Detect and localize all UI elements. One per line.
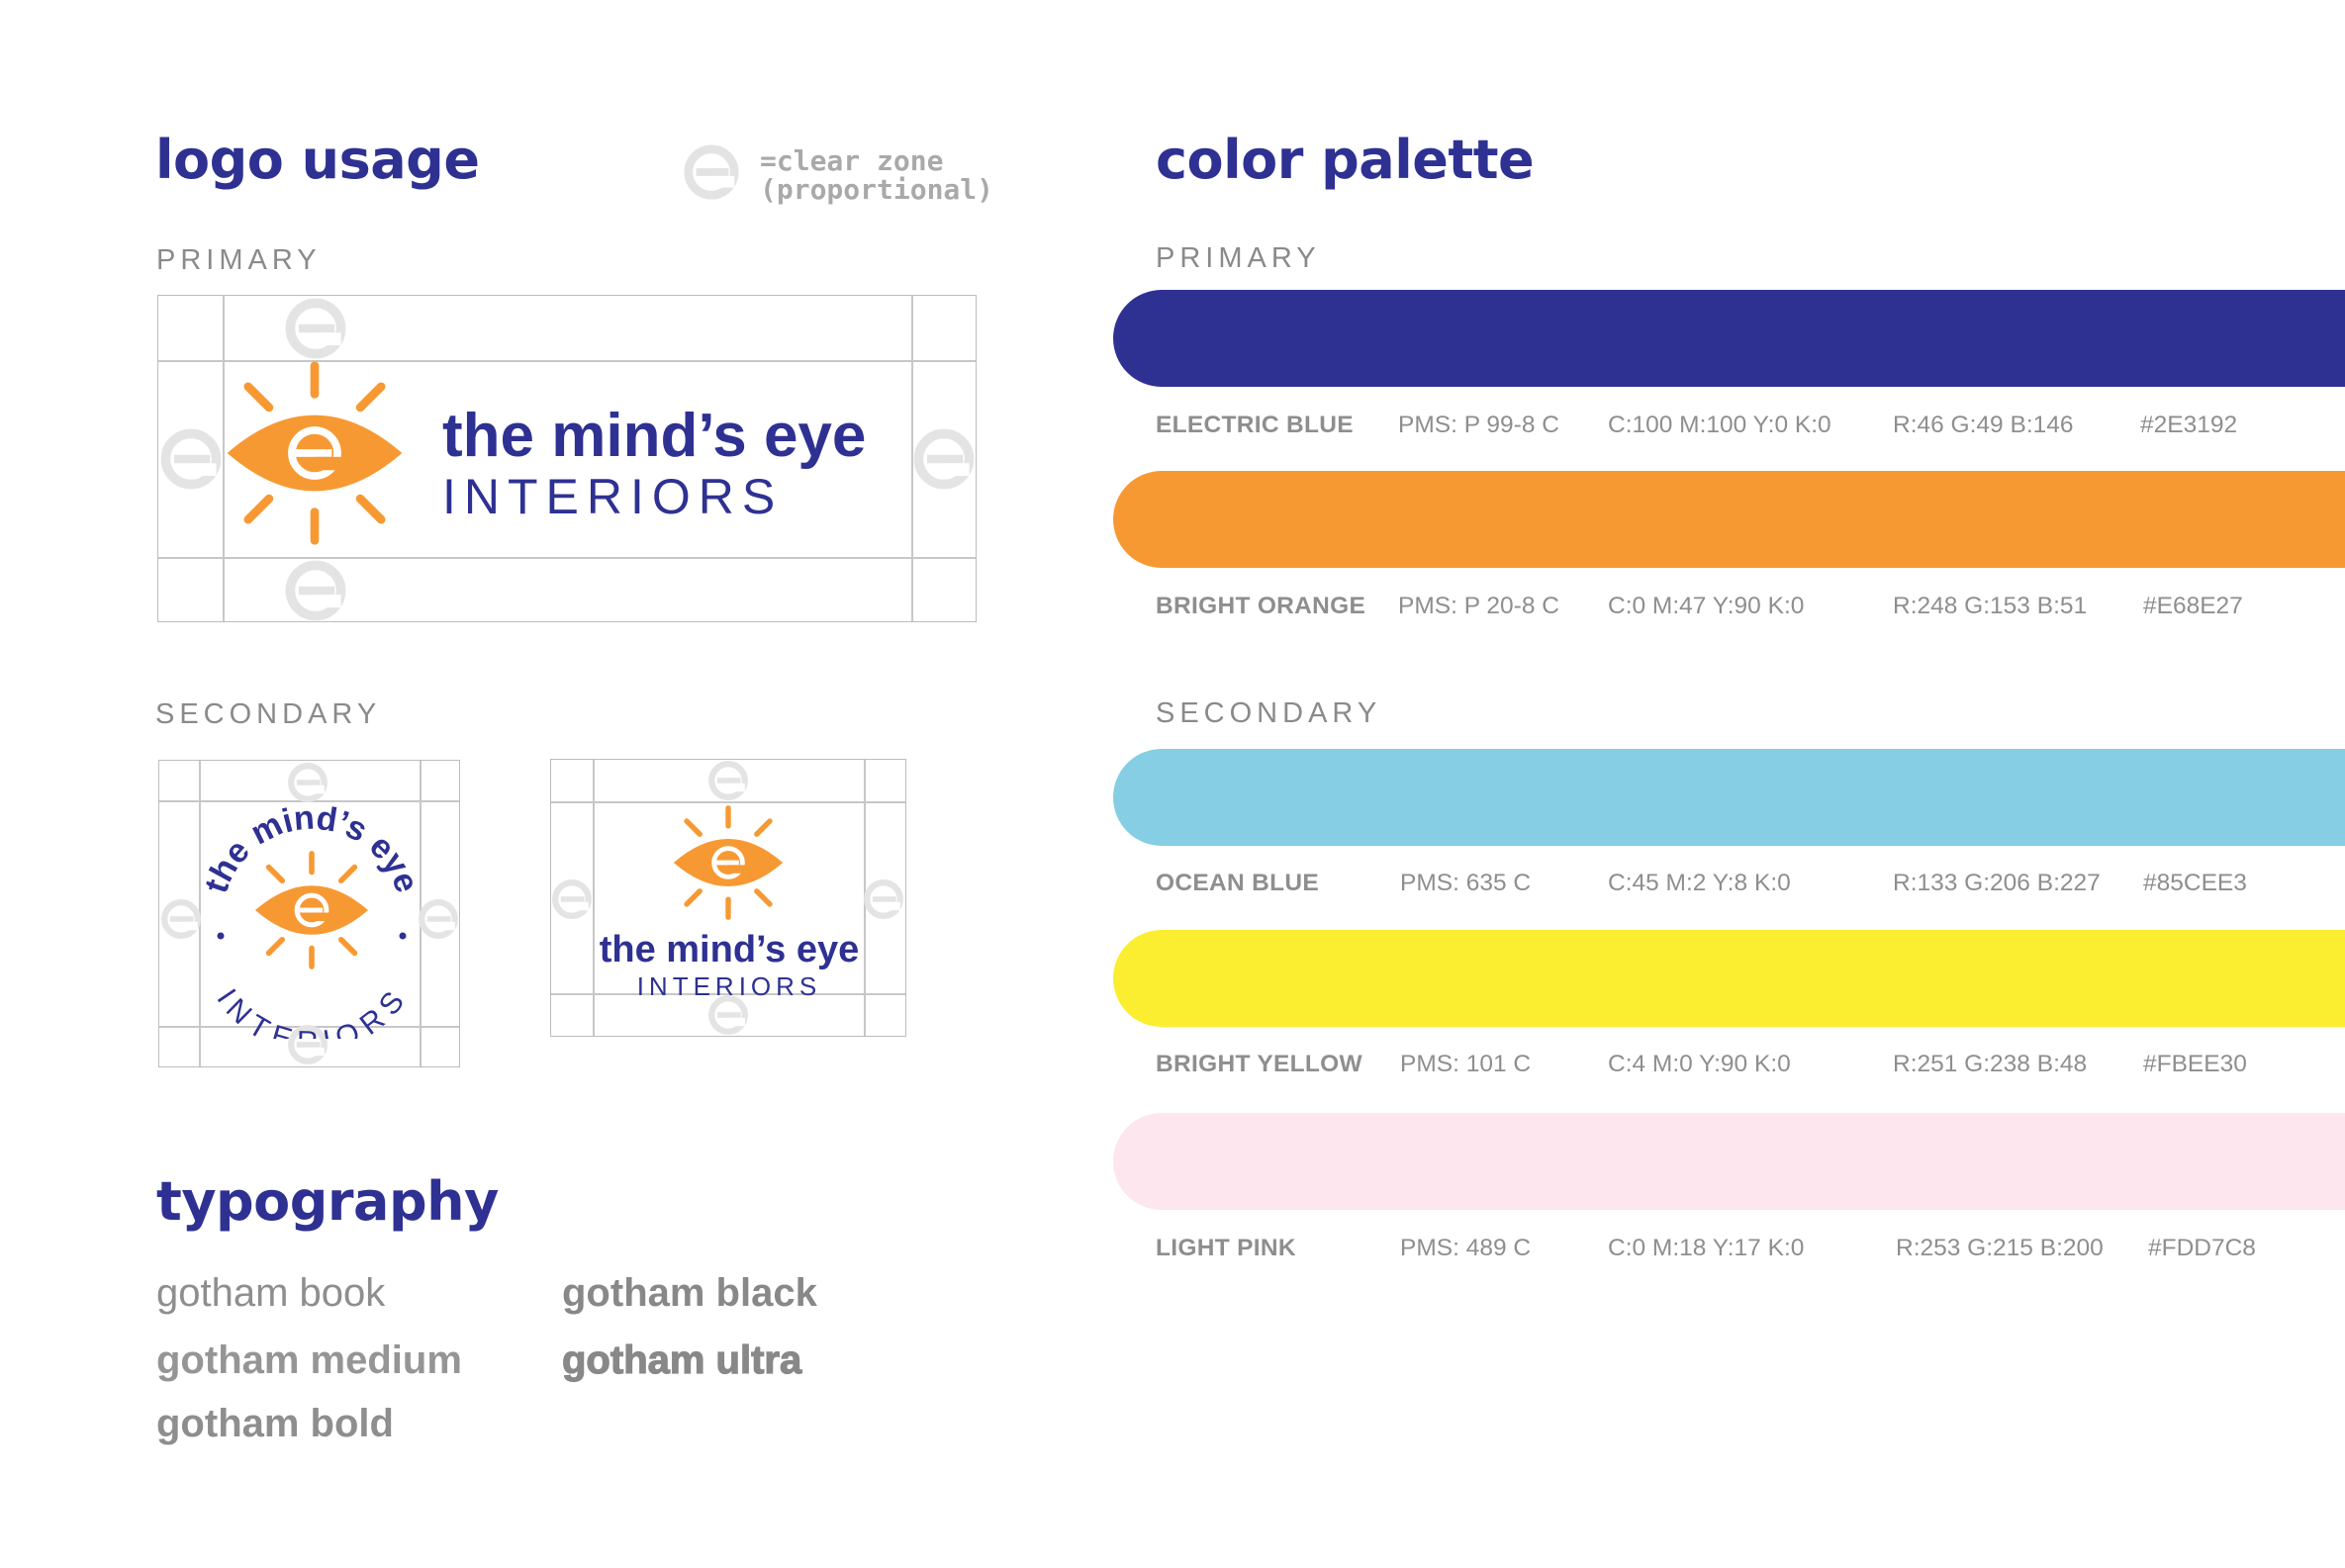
color-rgb: R:133 G:206 B:227 [1893, 870, 2101, 896]
color-hex: #FDD7C8 [2148, 1235, 2256, 1261]
typography-title: typography [156, 1170, 499, 1233]
color-name: BRIGHT ORANGE [1156, 593, 1366, 619]
color-rgb: R:248 G:153 B:51 [1893, 593, 2088, 619]
primary-brand-sub: INTERIORS [442, 469, 784, 524]
clear-zone-icon [284, 559, 347, 622]
color-rgb: R:46 G:49 B:146 [1893, 412, 2074, 438]
primary-logo-grid [157, 295, 977, 622]
logo-primary-label: PRIMARY [156, 244, 322, 276]
color-hex: #E68E27 [2143, 593, 2243, 619]
swatch-ocean-blue [1113, 749, 2345, 846]
color-hex: #FBEE30 [2143, 1051, 2247, 1077]
font-gotham-ultra: gotham ultra [561, 1337, 802, 1382]
font-gotham-book: gotham book [156, 1271, 386, 1315]
clear-zone-line2: (proportional) [760, 173, 994, 206]
logo-usage-title: logo usage [155, 129, 480, 191]
eye-sun-icon [669, 803, 788, 922]
color-pms: PMS: P 99-8 C [1398, 412, 1559, 438]
primary-brand-name: the mind’s eye [442, 402, 867, 470]
stacked-brand-sub: INTERIORS [636, 971, 822, 1001]
svg-text:the mind’s eye: the mind’s eye [197, 799, 425, 898]
color-pms: PMS: 635 C [1400, 870, 1532, 896]
clear-zone-icon [551, 878, 593, 920]
clear-zone-icon [912, 427, 976, 491]
stacked-brand-name: the mind’s eye [599, 929, 860, 970]
svg-text:INTERIORS: INTERIORS [211, 983, 413, 1039]
color-cmyk: C:100 M:100 Y:0 K:0 [1608, 412, 1831, 438]
color-hex: #2E3192 [2140, 412, 2238, 438]
color-cmyk: C:0 M:18 Y:17 K:0 [1608, 1235, 1805, 1261]
font-gotham-medium: gotham medium [156, 1338, 462, 1382]
palette-primary-label: PRIMARY [1156, 242, 1321, 274]
palette-secondary-label: SECONDARY [1156, 697, 1382, 729]
font-gotham-bold: gotham bold [156, 1402, 394, 1445]
swatch-electric-blue [1113, 290, 2345, 387]
font-gotham-black: gotham black [562, 1271, 817, 1315]
swatch-bright-orange [1113, 471, 2345, 568]
color-rgb: R:253 G:215 B:200 [1896, 1235, 2104, 1261]
color-cmyk: C:4 M:0 Y:90 K:0 [1608, 1051, 1791, 1077]
clear-zone-legend: =clear zone (proportional) [760, 146, 993, 204]
color-rgb: R:251 G:238 B:48 [1893, 1051, 2088, 1077]
clear-zone-icon [863, 878, 904, 920]
swatch-bright-yellow [1113, 930, 2345, 1027]
color-name: ELECTRIC BLUE [1156, 412, 1354, 438]
circular-brand-name: the mind’s eye [197, 799, 425, 898]
circular-brand-sub: INTERIORS [211, 983, 410, 1039]
clear-zone-line1: =clear zone [760, 144, 944, 177]
color-pms: PMS: 101 C [1400, 1051, 1532, 1077]
color-palette-title: color palette [1156, 129, 1535, 191]
logo-secondary-label: SECONDARY [155, 698, 382, 730]
color-name: BRIGHT YELLOW [1156, 1051, 1362, 1077]
clear-zone-icon [284, 297, 347, 360]
color-cmyk: C:0 M:47 Y:90 K:0 [1608, 593, 1805, 619]
color-pms: PMS: 489 C [1400, 1235, 1532, 1261]
swatch-light-pink [1113, 1113, 2345, 1210]
color-cmyk: C:45 M:2 Y:8 K:0 [1608, 870, 1791, 896]
color-pms: PMS: P 20-8 C [1398, 593, 1559, 619]
clear-zone-icon [707, 760, 749, 801]
color-name: OCEAN BLUE [1156, 870, 1319, 896]
circular-logo: the mind’s eye INTERIORS [197, 799, 425, 1039]
eye-sun-icon [220, 358, 410, 548]
color-hex: #85CEE3 [2143, 870, 2247, 896]
clear-zone-icon [159, 427, 223, 491]
color-name: LIGHT PINK [1156, 1235, 1296, 1261]
clear-zone-icon [683, 143, 740, 201]
